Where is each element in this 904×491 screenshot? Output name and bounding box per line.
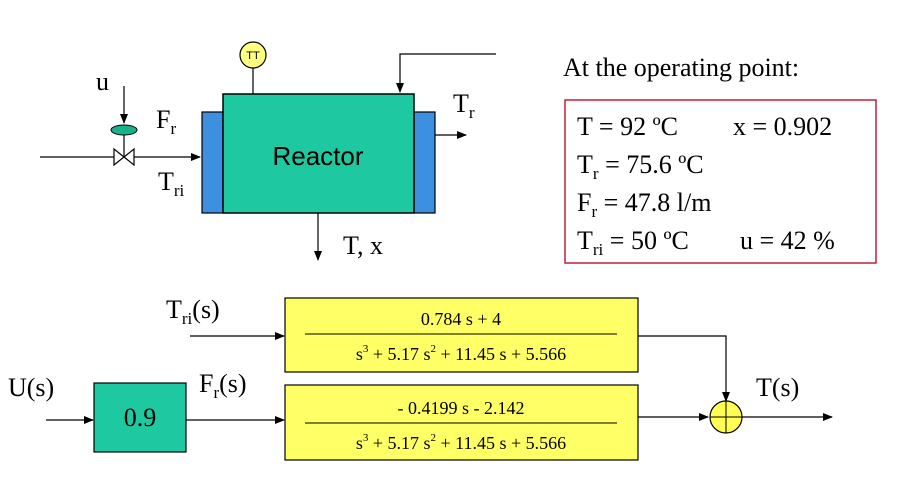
valve-body-left: [113, 147, 125, 167]
tf2-denominator: s3 + 5.17 s2 + 11.45 s + 5.566: [356, 432, 566, 453]
tf1-denominator: s3 + 5.17 s2 + 11.45 s + 5.566: [356, 343, 566, 364]
fr-label: Fr: [156, 105, 176, 138]
tf1-numerator: 0.784 s + 4: [421, 309, 501, 329]
op-line-u: u = 42 %: [740, 226, 835, 255]
gain-value: 0.9: [124, 403, 157, 432]
valve-gain-block: [93, 382, 187, 453]
transfer-function-tri: [284, 297, 639, 373]
jacket-right: [413, 111, 436, 214]
outlet-label: T, x: [343, 231, 383, 260]
reactor-vessel: [222, 93, 415, 214]
op-line-t: T = 92 ºC: [577, 112, 678, 141]
temperature-transmitter-icon: [239, 41, 267, 69]
reactor-label: Reactor: [272, 141, 363, 171]
tri-label: Tri: [158, 167, 185, 200]
op-line-fr: Fr = 47.8 l/m: [577, 188, 711, 221]
valve-actuator-icon: [110, 124, 138, 136]
tri-s-label: Tri(s): [166, 295, 220, 328]
op-line-tr: Tr = 75.6 ºC: [577, 150, 704, 183]
tt-label: TT: [246, 50, 260, 62]
coolant-inlet-pipe: [396, 53, 496, 93]
valve-body-right: [123, 147, 135, 167]
op-line-tri: Tri = 50 ºC: [577, 226, 689, 259]
u-s-label: U(s): [8, 373, 54, 402]
operating-point-title: At the operating point:: [563, 53, 799, 82]
tr-label: Tr: [453, 89, 475, 122]
u-label: u: [96, 67, 109, 96]
operating-point-box: [564, 99, 877, 264]
tf2-numerator: - 0.4199 s - 2.142: [398, 398, 525, 418]
jacket-left: [201, 111, 224, 214]
op-line-x: x = 0.902: [733, 112, 832, 141]
output-label: T(s): [756, 373, 799, 402]
fr-s-label: Fr(s): [199, 369, 247, 402]
tf1-to-sum-arrow: [638, 335, 730, 402]
